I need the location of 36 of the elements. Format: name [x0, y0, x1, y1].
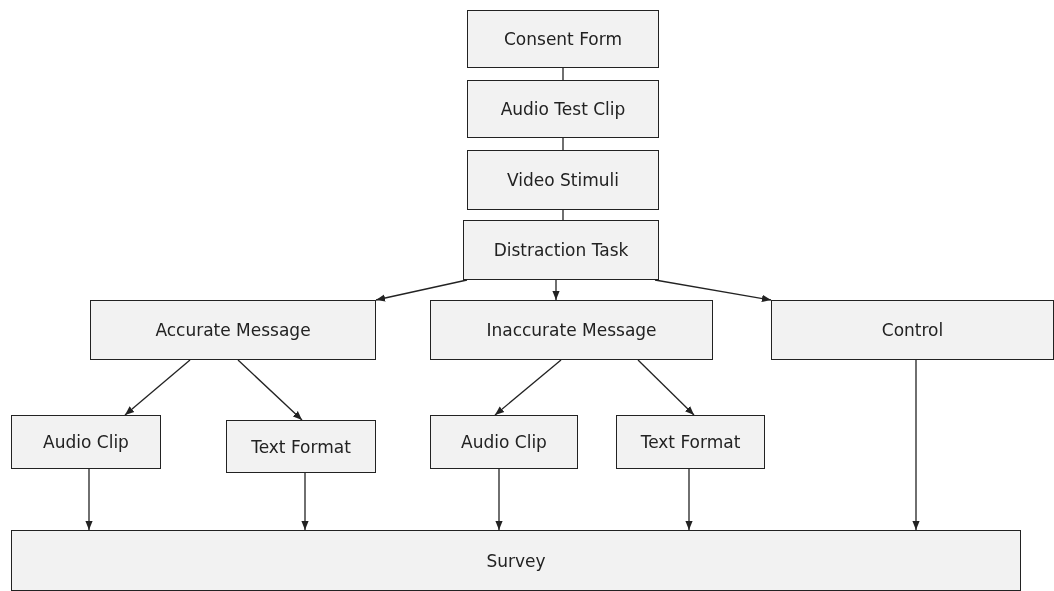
box-label: Survey: [486, 550, 546, 571]
box-label: Text Format: [640, 432, 741, 452]
box-label: Audio Test Clip: [500, 99, 626, 119]
process-box: [463, 220, 659, 280]
process-box: [771, 300, 1054, 360]
box-label: Audio Clip: [43, 432, 129, 452]
box-label: Distraction Task: [493, 240, 629, 260]
box-label: Control: [881, 320, 944, 340]
arrow: [301, 472, 309, 531]
box-label: Consent Form: [504, 29, 622, 49]
box-label: Text Format: [251, 436, 351, 457]
process-box: [430, 415, 578, 469]
arrow: [85, 468, 93, 531]
process-box: [430, 300, 713, 360]
arrow: [494, 359, 562, 416]
arrow: [375, 279, 468, 302]
box-label: Accurate Message: [155, 320, 311, 340]
arrow: [495, 468, 503, 531]
process-box: [467, 10, 659, 68]
process-box: [616, 415, 765, 469]
arrow: [654, 279, 772, 303]
process-box: [226, 420, 376, 473]
arrow: [637, 359, 695, 416]
process-box: [90, 300, 376, 360]
process-box: [11, 530, 1021, 591]
box-label: Audio Clip: [461, 432, 547, 452]
arrow: [237, 359, 303, 421]
box-label: Video Stimuli: [507, 170, 619, 190]
box-label: Inaccurate Message: [486, 320, 657, 340]
arrow: [685, 468, 693, 531]
arrow: [124, 359, 191, 416]
process-box: [11, 415, 161, 469]
process-box: [467, 80, 659, 138]
arrow: [912, 359, 920, 531]
arrow: [552, 279, 560, 301]
process-box: [467, 150, 659, 210]
